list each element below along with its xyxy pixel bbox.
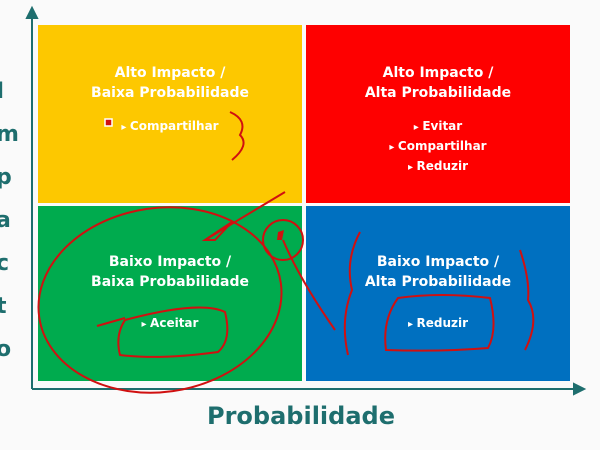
x-axis-label: Probabilidade [207,402,395,430]
strategy-item: Compartilhar [306,137,570,157]
axes [25,5,587,396]
quadrant-title: Baixo Impacto /Alta Probabilidade [364,254,512,290]
y-label-letter: I [0,79,5,104]
red-mark [277,230,284,240]
x-axis-arrow-icon [573,382,587,396]
quadrant-low-impact-low-probability: Baixo Impacto /Baixa Probabilidade Aceit… [38,206,302,381]
red-annotations [37,111,535,394]
brace-annotation [229,111,245,161]
box-annotation [117,306,229,358]
quadrant-title: Alto Impacto /Baixa Probabilidade [91,65,249,101]
strategy-item: Evitar [306,117,570,137]
strategy-item: Aceitar [38,314,302,334]
red-dot-marker [104,118,113,127]
quadrant-title: Baixo Impacto /Baixa Probabilidade [91,254,249,290]
quadrant-high-impact-low-probability: Alto Impacto /Baixa Probabilidade Compar… [38,25,302,203]
strategy-item: Compartilhar [38,117,302,137]
y-label-letter: a [0,208,11,233]
box-annotation-right [384,294,495,352]
y-axis-arrow-icon [25,5,39,19]
arrow-annotation [96,191,286,327]
strategy-item: Reduzir [306,314,570,334]
quadrant-title: Alto Impacto /Alta Probabilidade [364,65,512,101]
y-label-letter: c [0,251,10,276]
dot-circle-annotation [262,219,304,261]
quadrant-high-impact-high-probability: Alto Impacto /Alta Probabilidade Evitar … [306,25,570,203]
y-label-letter: p [0,165,12,190]
circle-annotation [37,206,283,394]
y-label-letter: o [0,337,12,362]
y-label-letter: t [0,294,7,319]
brace-left-annotation [343,231,361,356]
line-annotation [282,239,336,331]
brace-right-annotation [519,249,535,351]
strategy-item: Reduzir [306,157,570,177]
